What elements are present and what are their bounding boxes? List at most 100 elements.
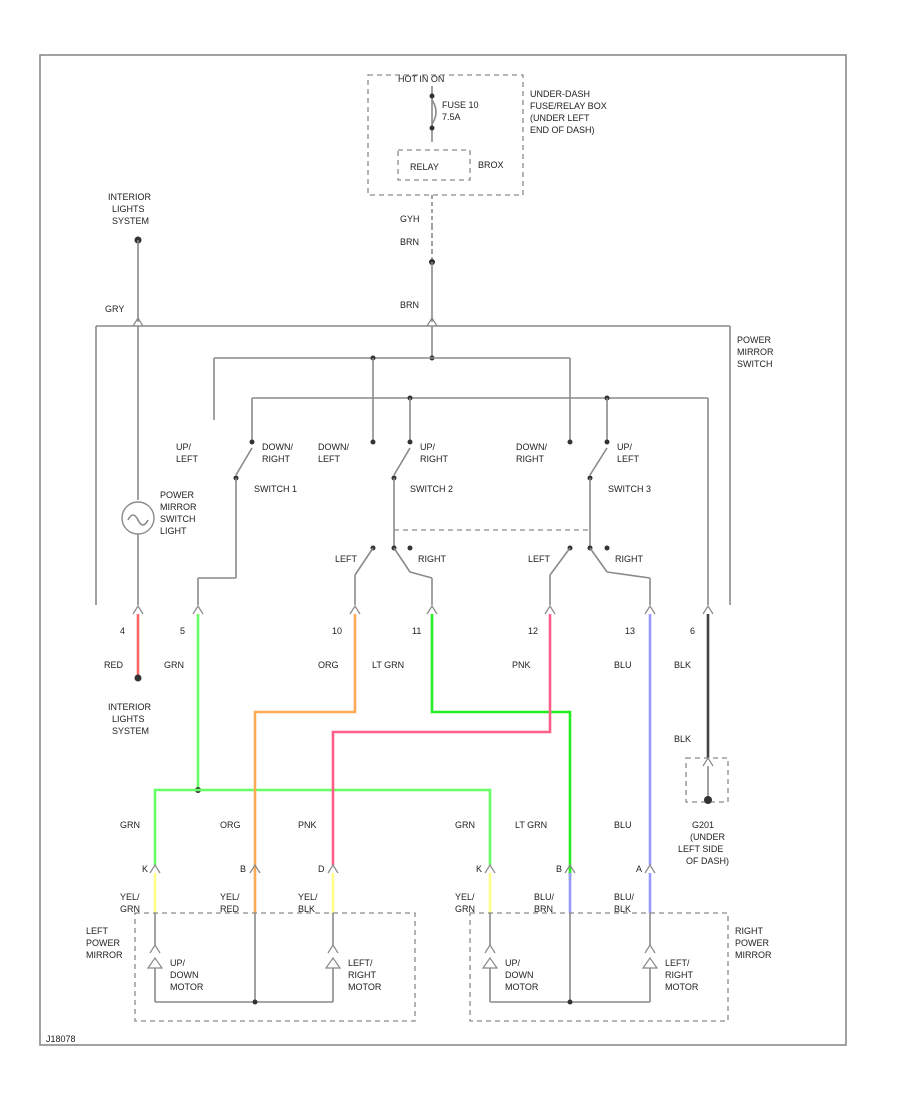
wire-label: GRN (164, 660, 184, 670)
wire-label: RIGHT (735, 926, 764, 936)
wire-label: DOWN (505, 970, 534, 980)
wire-label: MIRROR (160, 502, 197, 512)
wire-label: MIRROR (737, 347, 774, 357)
wire-label: GRY (105, 304, 124, 314)
wire-label: B (240, 864, 246, 874)
wire-label: BLK (614, 904, 631, 914)
wire-grn-branch (153, 788, 492, 865)
wire-label: 5 (180, 626, 185, 636)
wire-label: UP/ (176, 442, 192, 452)
wire-lt-grn (430, 614, 572, 880)
ground-icon (704, 796, 712, 804)
wire-label: DOWN/ (262, 442, 293, 452)
wire-label: RIGHT (516, 454, 545, 464)
right-power-mirror: RIGHT POWER MIRROR UP/ DOWN MOTOR LEFT/ … (469, 912, 772, 1022)
motor-icon (146, 956, 164, 969)
wire-label: LEFT/ (665, 958, 690, 968)
wire-label: FUSE 10 (442, 100, 479, 110)
wire-label: LIGHTS (112, 714, 145, 724)
wire-label: OF DASH) (686, 856, 729, 866)
wire-label: LEFT (86, 926, 109, 936)
fuse-icon (431, 99, 437, 125)
wire-label: LEFT (318, 454, 341, 464)
wire-label: D (318, 864, 325, 874)
wire-label: 13 (625, 626, 635, 636)
wire-label: BLU (614, 660, 632, 670)
motor-icon (324, 956, 342, 969)
diagram-code: J18078 (46, 1034, 76, 1044)
wire-label: LIGHTS (112, 204, 145, 214)
wire-label: K (142, 864, 148, 874)
wire-label: POWER (86, 938, 121, 948)
wire-label: ORG (220, 820, 241, 830)
wire-label: MIRROR (86, 950, 123, 960)
wire-label: 11 (412, 626, 421, 636)
wire-label: UP/ (617, 442, 633, 452)
power-mirror-switch: POWER MIRROR SWITCH UP/ LEFT DOWN/ RIGHT… (95, 325, 774, 605)
wire-label: UP/ (420, 442, 436, 452)
wire-label: PNK (512, 660, 531, 670)
wire-label: BLK (298, 904, 315, 914)
wire-label: YEL/ (298, 892, 318, 902)
wire-label: LT GRN (372, 660, 404, 670)
wire-label: BRN (534, 904, 553, 914)
switch-3-blade (589, 447, 608, 476)
wire-label: INTERIOR (108, 192, 152, 202)
wire-label: MOTOR (505, 982, 539, 992)
wire-label: POWER (160, 490, 195, 500)
wire-label: LEFT/ (348, 958, 373, 968)
wire-label: GRN (120, 904, 140, 914)
wire-label: LEFT (176, 454, 199, 464)
under-dash-fuse-relay-box: HOT IN ON FUSE 10 7.5A RELAY BROX UNDER-… (367, 74, 607, 196)
wire-label: MOTOR (665, 982, 699, 992)
lamp-icon (121, 501, 155, 535)
wire-label: PNK (298, 820, 317, 830)
wire-label: RED (104, 660, 124, 670)
wire-label: A (636, 864, 642, 874)
wire-label: YEL/ (455, 892, 475, 902)
switch-2-blade (393, 447, 411, 476)
wire-label: BRN (400, 300, 419, 310)
wire-label: UP/ (505, 958, 521, 968)
wire-label: RIGHT (262, 454, 291, 464)
left-power-mirror: LEFT POWER MIRROR UP/ DOWN MOTOR LEFT/ R… (86, 912, 416, 1022)
wire-label: B (556, 864, 562, 874)
wire-label: YEL/ (120, 892, 140, 902)
wire-label: RIGHT (418, 554, 447, 564)
wire-label: BLK (674, 734, 691, 744)
wire-label: POWER (737, 335, 772, 345)
wire-label: SWITCH (160, 514, 196, 524)
wire-label: RIGHT (615, 554, 644, 564)
wire-label: SYSTEM (112, 726, 149, 736)
wire-label: SYSTEM (112, 216, 149, 226)
wire-label: YEL/ (220, 892, 240, 902)
wire-label: RIGHT (665, 970, 694, 980)
wire-label: SWITCH 2 (410, 484, 453, 494)
wire-label: MIRROR (735, 950, 772, 960)
wire-label: 7.5A (442, 112, 461, 122)
wire-label: BROX (478, 160, 504, 170)
wire-label: BLU (614, 820, 632, 830)
wire-label: RELAY (410, 162, 439, 172)
wire-label: G201 (692, 820, 714, 830)
wire-label: LEFT (617, 454, 640, 464)
wire-label: RIGHT (420, 454, 449, 464)
wire-label: END OF DASH) (530, 125, 595, 135)
wire-label: DOWN/ (318, 442, 349, 452)
diagram-frame (39, 54, 847, 1046)
motor-icon (481, 956, 499, 969)
wire-pnk (331, 614, 552, 865)
connector-icon (426, 316, 438, 327)
wire-label: GYH (400, 214, 420, 224)
wire-label: SWITCH 1 (254, 484, 297, 494)
wire-label: POWER (735, 938, 770, 948)
wire-label: LEFT (335, 554, 358, 564)
wire-label: LIGHT (160, 526, 187, 536)
wire-label: UNDER-DASH (530, 89, 590, 99)
wire-label: K (476, 864, 482, 874)
wire-label: (UNDER LEFT (530, 113, 590, 123)
wire-label: GRN (120, 820, 140, 830)
wire-label: RIGHT (348, 970, 377, 980)
wire-label: 10 (332, 626, 342, 636)
